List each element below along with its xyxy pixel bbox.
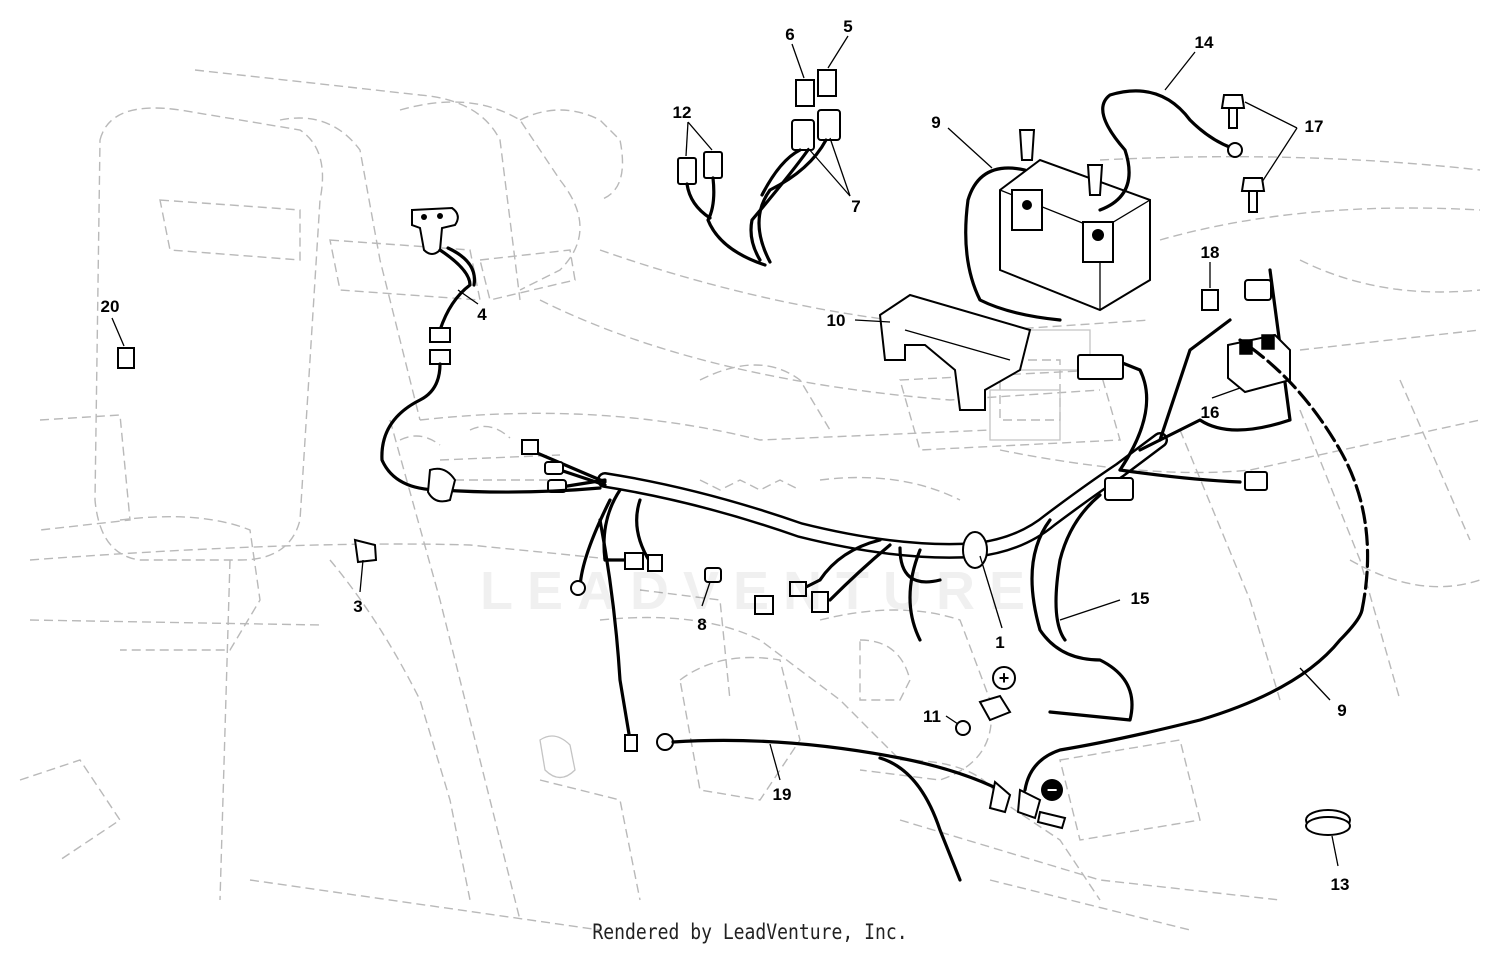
positive-symbol: [992, 666, 1016, 690]
mounting-bracket: [411, 206, 459, 255]
battery-terminal-positive: [1082, 221, 1114, 263]
callout-6: 6: [785, 25, 794, 44]
callout-12: 12: [673, 103, 692, 122]
negative-symbol-text: −: [1047, 780, 1058, 800]
battery-holder-bracket: [878, 293, 1032, 411]
callout-9-top: 9: [931, 113, 940, 132]
harness-connector-h: [754, 595, 774, 615]
callout-14: 14: [1195, 33, 1214, 52]
battery-bolt-a: [1018, 129, 1036, 161]
fuse-6: [795, 79, 815, 107]
sub-harness-plug: [429, 327, 451, 343]
ground-and-battery-cables: [656, 338, 1370, 882]
callout-11: 11: [923, 707, 941, 726]
bolt-17a-shank: [1228, 107, 1238, 129]
callout-3: 3: [353, 597, 362, 616]
polarity-symbols: + −: [992, 666, 1063, 801]
negative-symbol: [1041, 779, 1063, 801]
harness-connector-d: [624, 552, 644, 570]
harness-multi-connector: [1077, 354, 1124, 380]
positive-cable-boot: [978, 694, 1012, 722]
terminal-bolt: [1036, 810, 1067, 830]
fuse-holder-a: [791, 119, 815, 151]
callout-13: 13: [1331, 875, 1350, 894]
relay-18: [1201, 289, 1219, 311]
harness-clamp: [1104, 477, 1134, 501]
hose-clamp-band: [1305, 816, 1351, 836]
fuse-holder-b: [817, 109, 841, 141]
callout-leaders: [111, 35, 1339, 867]
connector-right: [703, 151, 723, 179]
vehicle-frame-outline: [19, 69, 1481, 931]
callout-4: 4: [477, 305, 487, 324]
battery-assembly: [964, 89, 1243, 322]
harness-connector-e: [647, 554, 663, 572]
callout-16: 16: [1201, 403, 1220, 422]
callout-9-bottom: 9: [1337, 701, 1346, 720]
callout-18: 18: [1201, 243, 1220, 262]
ground-terminal: [988, 780, 1012, 814]
harness-connector-f: [789, 581, 807, 597]
nut: [955, 720, 971, 736]
callout-7: 7: [851, 197, 860, 216]
bolt-17a-head: [1220, 94, 1246, 109]
callout-1: 1: [995, 633, 1004, 652]
connector-left: [677, 157, 697, 185]
callout-labels: 1 3 4 5 6 7 8 9 9 10 11 12 13 14 15 16 1…: [101, 17, 1350, 894]
battery-holder: [878, 293, 1032, 411]
fuse-holders: [749, 69, 841, 264]
starter-relay: [1227, 333, 1291, 394]
harness-connector-b: [544, 461, 564, 475]
callout-17: 17: [1305, 117, 1324, 136]
grommet-3: [353, 538, 378, 564]
part-8: [704, 567, 722, 583]
harness-pin-terminal: [624, 734, 638, 752]
ground-ring-terminal: [656, 733, 674, 751]
callout-5: 5: [843, 17, 852, 36]
bolt-17b-shank: [1248, 190, 1258, 213]
harness-ring-terminal: [570, 580, 586, 596]
relays: [1201, 279, 1291, 394]
battery-bolt-b: [1086, 164, 1104, 196]
bolts: [1220, 94, 1266, 213]
relay-stud-b: [1261, 334, 1275, 350]
harness-sleeve: [962, 531, 988, 569]
cable-ring-terminal: [1227, 142, 1243, 158]
standalone-parts: [117, 347, 1351, 836]
fuse-5: [817, 69, 837, 97]
main-wiring-harness: [521, 268, 1292, 752]
harness-connector-a: [521, 439, 539, 455]
callout-20: 20: [101, 297, 120, 316]
bolt-17b-head: [1240, 177, 1266, 192]
relay-connector: [1244, 279, 1272, 301]
callout-8: 8: [697, 615, 706, 634]
part-20: [117, 347, 135, 369]
negative-battery-terminal: [1016, 788, 1042, 820]
sub-harness-socket: [429, 349, 451, 365]
sub-harness-with-bracket: [380, 206, 602, 503]
callout-15: 15: [1131, 589, 1150, 608]
harness-connector-g: [811, 591, 829, 613]
harness-end-connector: [1244, 471, 1268, 491]
credit-text: Rendered by LeadVenture, Inc.: [592, 920, 908, 944]
callout-10: 10: [827, 311, 846, 330]
grommet: [426, 467, 457, 503]
callout-19: 19: [773, 785, 792, 804]
connector-pair: [677, 151, 767, 267]
positive-symbol-text: +: [999, 668, 1010, 688]
